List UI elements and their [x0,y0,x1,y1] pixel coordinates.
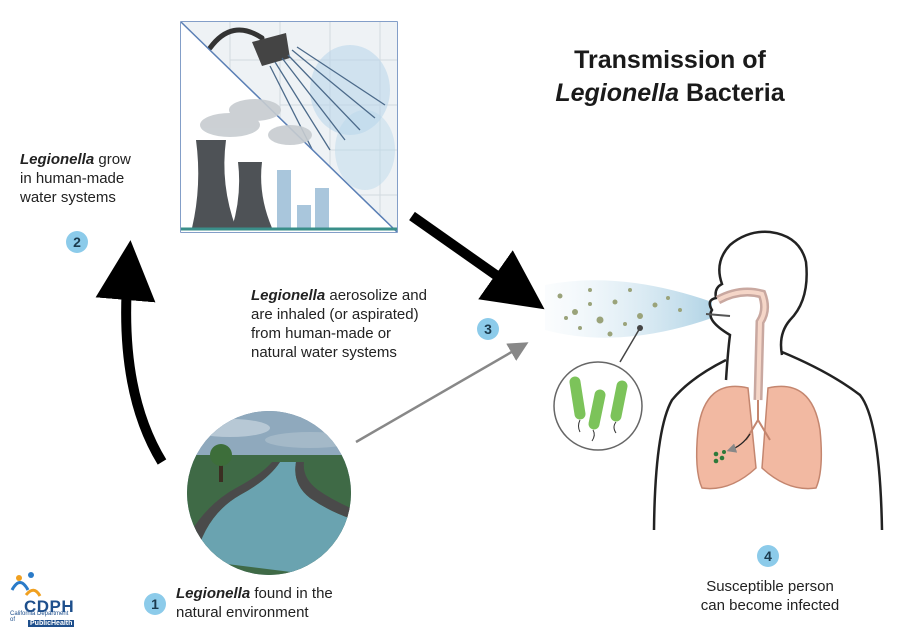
natural-environment-circle [187,411,351,575]
cdph-logo-icon [10,572,42,597]
arrow-2-to-3 [409,211,545,310]
river-icon [195,462,351,575]
arrow-1-to-2 [95,240,167,465]
arrow-1-to-3 [355,342,529,444]
human-made-water-tile [180,21,398,233]
building-icon [277,170,329,228]
step-1-text: Legionella found in the natural environm… [176,585,333,621]
lungs-icon [695,385,823,490]
cdph-logo-sub2: PublicHealth [28,620,75,627]
cdph-logo-name: CDPH [24,597,75,616]
title-line-2: Legionella Bacteria [555,79,785,107]
step-4-text: Susceptible person can become infected [700,578,840,614]
tree-icon [210,444,232,482]
page-title: Transmission of Legionella Bacteria [520,44,820,110]
bacteria-icon [553,361,643,451]
title-line-1: Transmission of [574,46,766,74]
step-4-badge: 4 [757,545,779,567]
steam-icon [200,99,312,145]
step-3-badge: 3 [477,318,499,340]
aerosol-icon [545,280,712,363]
cooling-tower-icon [192,140,272,228]
cdph-logo-sub: California Department of [10,611,69,623]
person-icon [652,230,884,531]
step-3-text: Legionella aerosolize and are inhaled (o… [251,287,427,361]
airway-icon [705,287,770,401]
step-2-text: Legionella grow in human-made water syst… [20,151,131,206]
step-2-badge: 2 [66,231,88,253]
step-1-badge: 1 [144,593,166,615]
